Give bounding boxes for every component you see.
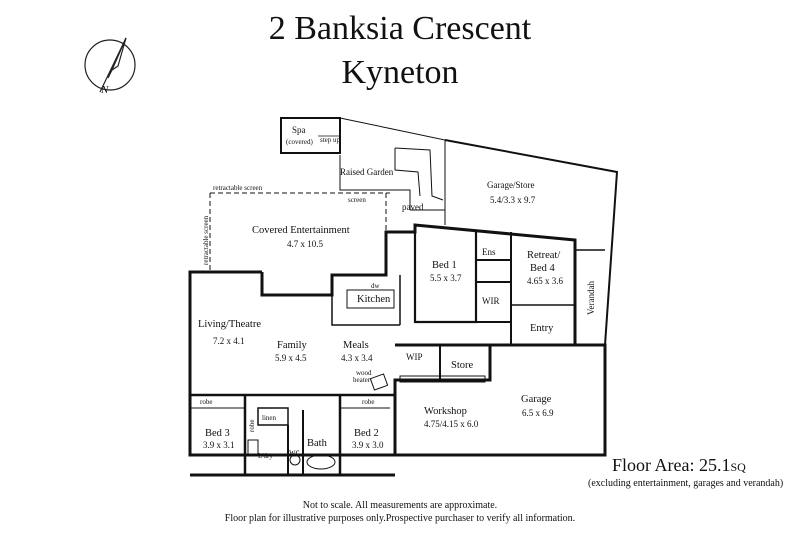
covered-entertainment-dims: 4.7 x 10.5 <box>287 239 324 249</box>
plan-title-town: Kyneton <box>341 54 459 91</box>
covered-entertainment-label: Covered Entertainment <box>252 225 350 236</box>
meals-label: Meals <box>343 340 369 351</box>
bed2-dims: 3.9 x 3.0 <box>352 440 384 450</box>
robe-left-label: robe <box>200 398 212 406</box>
bed3-dims: 3.9 x 3.1 <box>203 440 235 450</box>
north-arrow-icon: N <box>84 37 136 96</box>
entry-label: Entry <box>530 323 554 334</box>
retractable-screen-top-label: retractable screen <box>213 184 263 192</box>
store-label: Store <box>451 360 474 371</box>
living-theatre-label: Living/Theatre <box>198 319 261 330</box>
bed1-label: Bed 1 <box>432 260 457 271</box>
bed2-label: Bed 2 <box>354 428 379 439</box>
kitchen-label: Kitchen <box>357 294 391 305</box>
bath-label: Bath <box>307 438 328 449</box>
disclaimer-scale: Not to scale. All measurements are appro… <box>302 500 498 511</box>
workshop-label: Workshop <box>424 406 467 417</box>
screen-label: screen <box>348 196 366 204</box>
wip-label: WIP <box>406 352 423 362</box>
floor-area-value: Floor Area: 25.1 <box>612 455 731 475</box>
bed4-label: Bed 4 <box>530 263 556 274</box>
robe-right-label: robe <box>362 398 374 406</box>
step-up-label: step up <box>320 136 341 144</box>
dw-label: dw <box>371 282 381 290</box>
wc-label: wc <box>289 447 300 457</box>
laundry-label: L'dry <box>258 452 273 460</box>
retreat-dims: 4.65 x 3.6 <box>527 276 564 286</box>
retreat-label: Retreat/ <box>527 250 560 261</box>
wir-label: WIR <box>482 296 500 306</box>
plan-title-address: 2 Banksia Crescent <box>268 10 532 47</box>
wood-heater-label-2: heater <box>353 376 371 384</box>
garage-label: Garage <box>521 394 552 405</box>
floor-area-note: (excluding entertainment, garages and ve… <box>588 478 784 489</box>
workshop-dims: 4.75/4.15 x 6.0 <box>424 419 479 429</box>
robe-vertical-label: robe <box>248 420 256 432</box>
garage-dims: 6.5 x 6.9 <box>522 408 554 418</box>
meals-dims: 4.3 x 3.4 <box>341 353 373 363</box>
raised-garden-label: Raised Garden <box>340 167 394 177</box>
paved-label: paved <box>402 202 424 212</box>
linen-label: linen <box>262 414 276 422</box>
garage-store-dims: 5.4/3.3 x 9.7 <box>490 195 536 205</box>
living-theatre-dims: 7.2 x 4.1 <box>213 336 245 346</box>
ens-label: Ens <box>482 247 496 257</box>
floor-area: Floor Area: 25.1SQ <box>612 455 746 476</box>
spa-label: Spa <box>292 125 306 135</box>
bed1-dims: 5.5 x 3.7 <box>430 273 462 283</box>
disclaimer-illustrative: Floor plan for illustrative purposes onl… <box>224 513 576 524</box>
family-dims: 5.9 x 4.5 <box>275 353 307 363</box>
verandah-label: Verandah <box>586 281 596 315</box>
garage-store-label: Garage/Store <box>487 180 534 190</box>
floor-area-unit: SQ <box>730 460 746 474</box>
north-letter: N <box>100 84 109 96</box>
retractable-screen-side-label: retractable screen <box>202 215 210 265</box>
wood-heater-label: wood <box>356 369 372 377</box>
family-label: Family <box>277 340 308 351</box>
spa-sub-label: (covered) <box>286 138 313 146</box>
bed3-label: Bed 3 <box>205 428 230 439</box>
